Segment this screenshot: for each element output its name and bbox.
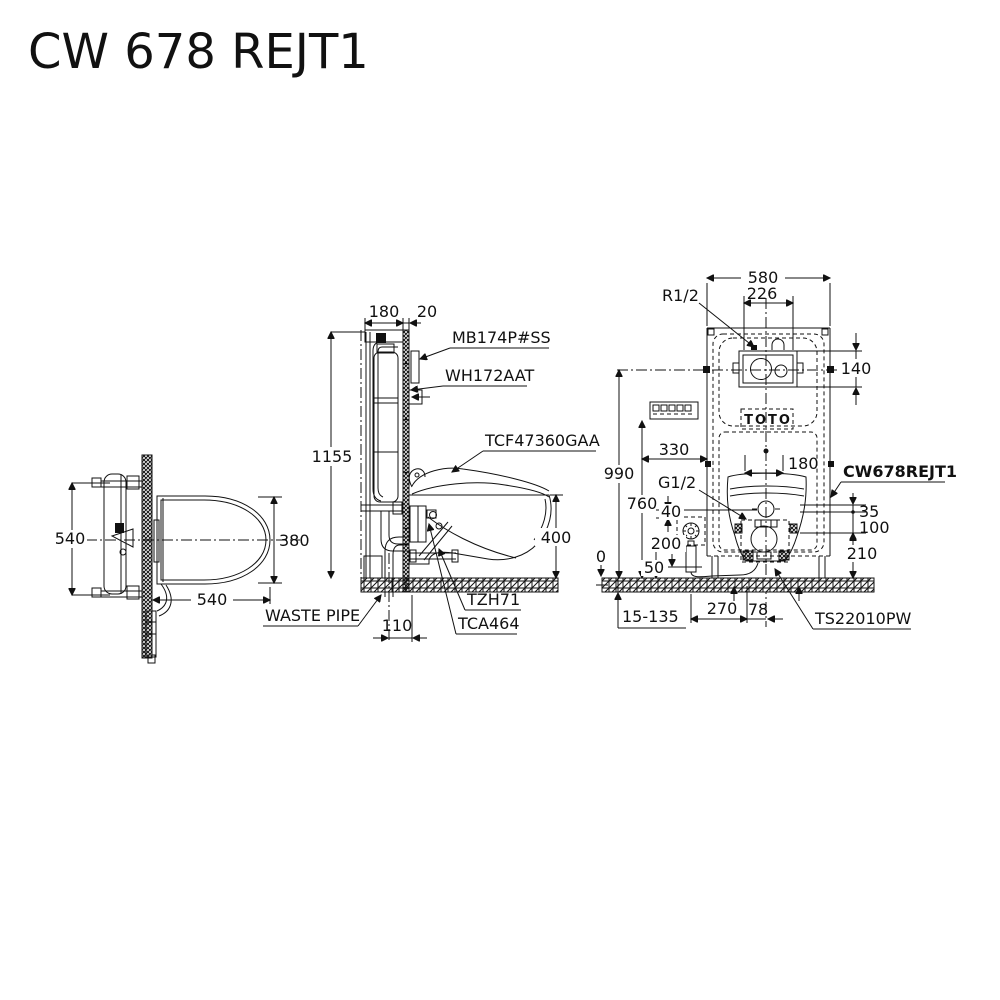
plan-mounting-plate xyxy=(103,473,127,595)
side-wall-section xyxy=(402,329,410,593)
label-washlet: TCF47360GAA xyxy=(452,431,600,472)
front-frame xyxy=(703,327,834,578)
front-dim-seat-offset: 35 xyxy=(859,502,879,521)
front-dim-panel-height: 760 xyxy=(622,421,662,578)
plan-bottom-bolt xyxy=(91,585,142,600)
svg-text:MB174P#SS: MB174P#SS xyxy=(452,328,551,347)
side-frame xyxy=(360,329,404,585)
svg-text:50: 50 xyxy=(644,558,664,577)
svg-text:WASTE PIPE: WASTE PIPE xyxy=(265,606,360,625)
svg-text:1155: 1155 xyxy=(312,447,353,466)
svg-text:TZH71: TZH71 xyxy=(466,590,520,609)
svg-text:140: 140 xyxy=(841,359,872,378)
side-mounting-fittings xyxy=(409,505,517,563)
plan-wall-section xyxy=(141,454,153,659)
svg-text:580: 580 xyxy=(748,268,779,287)
front-view: TOTO xyxy=(596,268,957,630)
front-logo-box: TOTO xyxy=(740,408,794,430)
plan-top-bolt xyxy=(91,475,142,490)
side-dim-frame-depth: 180 xyxy=(365,302,421,345)
front-dim-plate-center-height: 990 xyxy=(599,370,639,578)
svg-text:760: 760 xyxy=(627,494,658,513)
sprayer-hose xyxy=(690,562,759,578)
front-drain-opening xyxy=(750,525,778,553)
front-floor xyxy=(601,577,875,593)
svg-text:R1/2: R1/2 xyxy=(662,286,699,305)
front-dim-floor-level: 0 xyxy=(596,547,606,576)
remote-control-panel xyxy=(649,401,699,420)
svg-text:270: 270 xyxy=(707,599,738,618)
svg-text:40: 40 xyxy=(661,502,681,521)
side-dim-rim-height: 400 xyxy=(535,495,577,578)
svg-text:540: 540 xyxy=(197,590,228,609)
plan-dim-install-width: 540 xyxy=(53,483,110,595)
label-waste-pipe: WASTE PIPE xyxy=(263,595,381,627)
svg-text:G1/2: G1/2 xyxy=(658,473,696,492)
front-dim-bolt-spacing: 180 xyxy=(745,454,819,473)
svg-text:400: 400 xyxy=(541,528,572,547)
page-title: CW 678 REJT1 xyxy=(28,24,369,80)
label-in-wall-tank: WH172AAT xyxy=(411,366,534,390)
front-dim-floor-finish-range: 15-135 xyxy=(618,578,686,629)
plan-bowl-outline xyxy=(153,495,271,585)
side-floor xyxy=(360,577,559,593)
plan-supply-hardware xyxy=(110,523,134,556)
svg-text:540: 540 xyxy=(55,529,86,548)
svg-text:200: 200 xyxy=(651,534,682,553)
label-supply-g12: G1/2 xyxy=(658,473,746,519)
svg-text:180: 180 xyxy=(369,302,400,321)
front-dim-inlet-offset: 40 xyxy=(656,496,757,532)
svg-text:TS22010PW: TS22010PW xyxy=(814,609,911,628)
hanger-hook xyxy=(771,338,785,350)
side-dim-wall-thickness: 20 xyxy=(417,302,437,321)
plan-dim-bowl-depth: 540 xyxy=(153,587,270,609)
side-flush-plate xyxy=(408,350,420,384)
plan-dim-bowl-width: 380 xyxy=(258,497,310,583)
svg-text:330: 330 xyxy=(659,440,690,459)
svg-text:226: 226 xyxy=(747,284,778,303)
svg-text:15-135: 15-135 xyxy=(622,607,679,626)
front-dim-inlet-drop: 100 xyxy=(859,518,890,537)
toto-logo: TOTO xyxy=(744,413,792,428)
front-dim-drain-height: 210 xyxy=(847,544,878,563)
svg-text:TCF47360GAA: TCF47360GAA xyxy=(484,431,600,450)
front-dim-plate-height: 140 xyxy=(797,333,875,405)
side-dim-frame-height: 1155 xyxy=(310,332,365,578)
svg-text:TCA464: TCA464 xyxy=(457,614,520,633)
svg-text:110: 110 xyxy=(382,616,413,635)
label-model: CW678REJT1 xyxy=(831,462,957,497)
front-supply-inlet xyxy=(757,500,775,518)
front-bowl-outline xyxy=(726,472,807,563)
svg-text:0: 0 xyxy=(596,547,606,566)
side-cistern-tank xyxy=(373,343,399,503)
svg-text:CW678REJT1: CW678REJT1 xyxy=(843,462,957,481)
svg-text:WH172AAT: WH172AAT xyxy=(445,366,534,385)
side-washlet-lid xyxy=(408,467,550,498)
label-fitting-tca464: TCA464 xyxy=(429,524,520,635)
front-dim-drain-offset: 78 xyxy=(748,600,768,619)
side-view: 180 20 1155 400 110 MB174P#SS xyxy=(263,302,600,643)
label-water-inlet: R1/2 xyxy=(662,286,754,347)
svg-text:990: 990 xyxy=(604,464,635,483)
front-dim-plate-opening: 226 xyxy=(744,284,793,350)
label-flush-plate: MB174P#SS xyxy=(420,328,551,359)
front-dim-hose-height: 50 xyxy=(641,554,702,577)
front-dim-right-stack: 35 100 210 xyxy=(800,493,890,578)
side-waste-pipe xyxy=(384,536,409,643)
side-dim-waste-offset: 110 xyxy=(373,595,427,642)
front-dim-panel-offset: 330 xyxy=(642,440,707,459)
label-bracket-tzh71: TZH71 xyxy=(439,549,521,611)
svg-text:380: 380 xyxy=(279,531,310,550)
front-dim-frame-width: 580 xyxy=(707,268,830,326)
front-dim-sprayer-offset: 270 78 xyxy=(691,586,783,623)
plan-view: 540 380 540 xyxy=(53,454,310,664)
side-supply-stub xyxy=(408,389,430,405)
label-hand-sprayer: TS22010PW xyxy=(775,569,911,630)
svg-text:180: 180 xyxy=(788,454,819,473)
